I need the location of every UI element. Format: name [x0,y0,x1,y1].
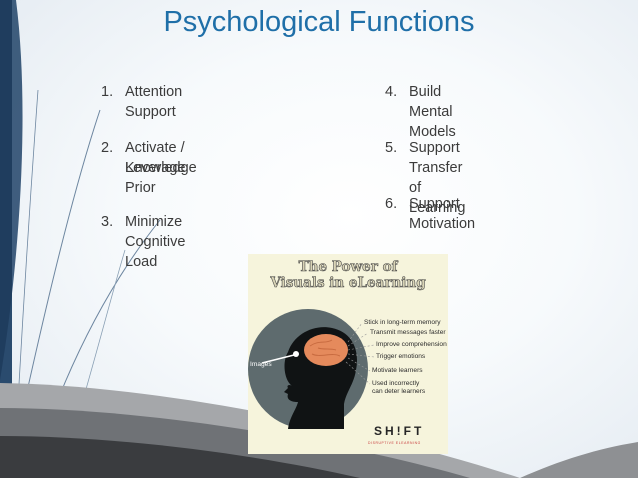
infographic-title-line1: The Power of [298,259,398,276]
shift-logo-subtitle: DISRUPTIVE ELEARNING [368,441,421,445]
list-text: Support Motivation [409,196,476,232]
list-text: Attention Support [125,84,183,120]
list-number: 3. [101,214,114,230]
benefit-label: Used incorrectly [372,380,420,387]
list-number: 4. [385,84,398,100]
list-number: 5. [385,140,398,156]
list-text-continued: Knowledge [125,160,197,176]
brain-icon [304,334,348,366]
benefit-label: Improve comprehension [376,341,447,348]
shift-logo: SH!FT [374,424,425,438]
benefit-label-continued: can deter learners [372,388,426,395]
benefit-label: Motivate learners [372,367,423,374]
list-text: Activate / Leverage Prior [125,140,186,196]
eye-point-icon [293,351,299,357]
slide-title: Psychological Functions [163,6,475,38]
benefit-label: Stick in long-term memory [364,319,441,326]
benefit-label: Trigger emotions [376,353,426,360]
images-label: Images [250,361,272,368]
infographic-title-line2: Visuals in eLearning [270,275,426,292]
head-illustration [248,309,375,429]
infographic-image: The Power of Visuals in eLearning Images… [248,254,448,454]
list-number: 6. [385,196,398,212]
list-text: Support Transfer of Learning [409,140,466,216]
list-text: Minimize Cognitive Load [125,214,186,270]
benefit-label: Transmit messages faster [370,329,446,336]
list-text: Build Mental Models [409,84,456,140]
list-number: 2. [101,140,114,156]
list-number: 1. [101,84,114,100]
